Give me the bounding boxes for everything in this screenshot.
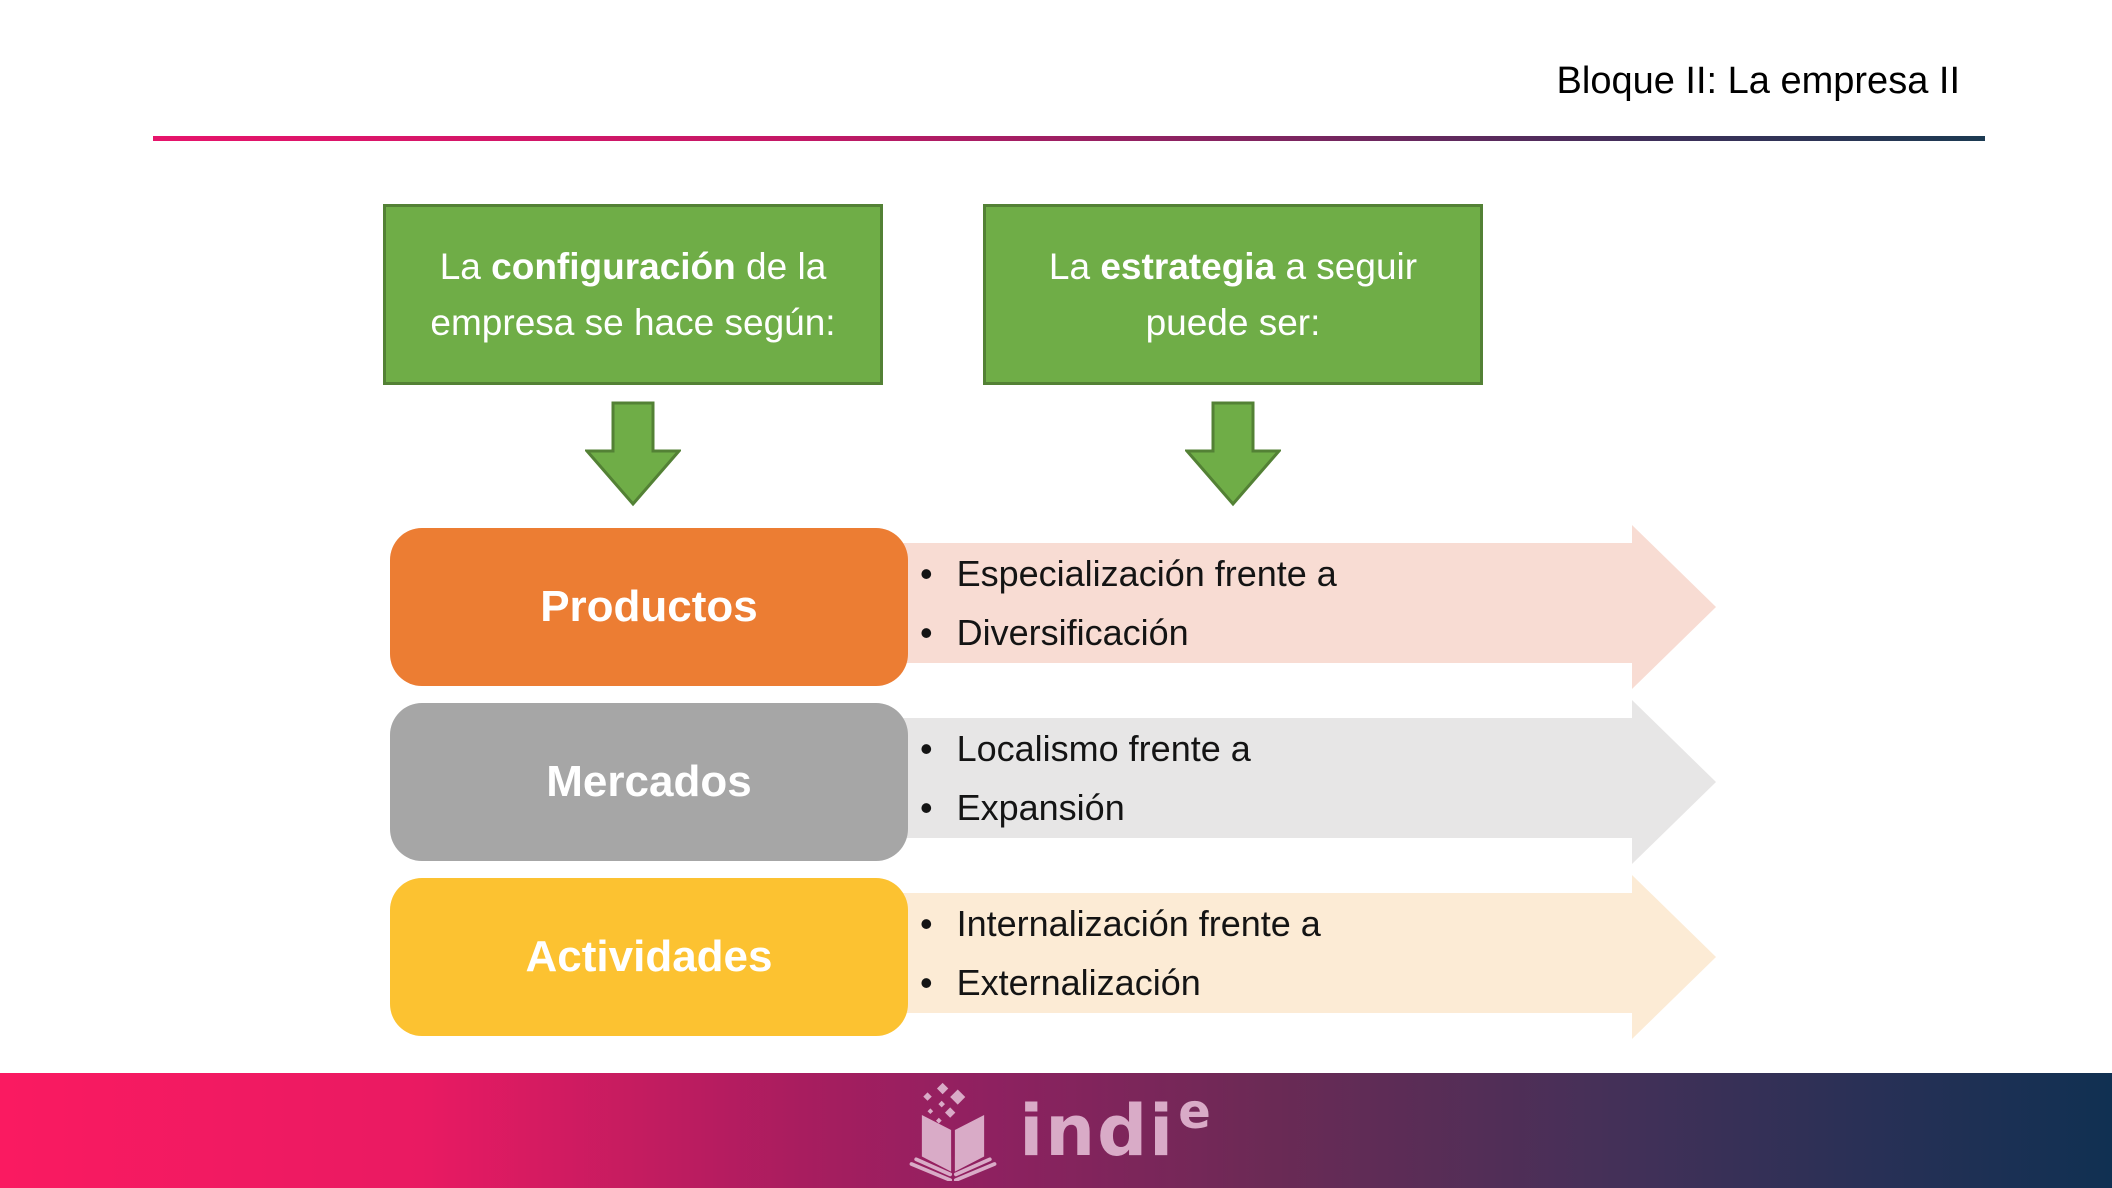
bullet-icon: • [920, 611, 933, 653]
bullet-icon: • [920, 727, 933, 769]
category-pill-mercados: Mercados [390, 703, 908, 861]
list-item: • Localismo frente a [920, 728, 1600, 770]
footer-bar: indi e [0, 1073, 2112, 1188]
list-item-text: Externalización [956, 961, 1201, 1003]
down-arrow-shape [1185, 401, 1281, 507]
bullet-list: • Especialización frente a • Diversifica… [920, 543, 1600, 663]
logo-text: indi [1019, 1089, 1176, 1172]
arrow-band-head [1632, 525, 1716, 689]
bullet-icon: • [920, 902, 933, 944]
list-item: • Especialización frente a [920, 553, 1600, 595]
book-icon-shapes [922, 1082, 985, 1172]
pill-label: Actividades [525, 932, 773, 981]
row-productos: • Especialización frente a • Diversifica… [390, 525, 1730, 689]
list-item-text: Internalización frente a [956, 902, 1321, 944]
arrow-band-head [1632, 700, 1716, 864]
row-mercados: • Localismo frente a • Expansión Mercado… [390, 700, 1730, 864]
callout-configuracion: La configuración de la empresa se hace s… [383, 204, 883, 385]
list-item-text: Diversificación [956, 611, 1189, 653]
list-item: • Diversificación [920, 612, 1600, 654]
arrow-band [810, 718, 1632, 838]
header-divider-line [153, 136, 1985, 141]
category-pill-productos: Productos [390, 528, 908, 686]
bullet-list: • Localismo frente a • Expansión [920, 718, 1600, 838]
logo-superscript: e [1178, 1083, 1211, 1140]
bullet-icon: • [920, 552, 933, 594]
down-arrow-icon [1185, 401, 1281, 507]
row-actividades: • Internalización frente a • Externaliza… [390, 875, 1730, 1039]
arrow-band [810, 893, 1632, 1013]
list-item: • Expansión [920, 787, 1600, 829]
list-item: • Internalización frente a [920, 903, 1600, 945]
list-item-text: Expansión [956, 786, 1125, 828]
list-item-text: Localismo frente a [956, 727, 1251, 769]
category-pill-actividades: Actividades [390, 878, 908, 1036]
bullet-icon: • [920, 961, 933, 1003]
callout-estrategia: La estrategia a seguir puede ser: [983, 204, 1483, 385]
callout-text: La configuración de la empresa se hace s… [430, 246, 836, 343]
brand-logo: indi e [901, 1081, 1211, 1181]
book-fanned-pages [909, 1156, 997, 1181]
callout-text: La estrategia a seguir puede ser: [1048, 246, 1418, 343]
arrow-band-head [1632, 875, 1716, 1039]
down-arrow-icon [585, 401, 681, 507]
bullet-icon: • [920, 786, 933, 828]
logo-wordmark: indi e [1019, 1088, 1211, 1172]
list-item-text: Especialización frente a [956, 552, 1337, 594]
list-item: • Externalización [920, 962, 1600, 1004]
down-arrow-shape [585, 401, 681, 507]
open-book-icon [909, 1082, 997, 1181]
pill-label: Productos [540, 582, 758, 631]
page-title: Bloque II: La empresa II [1556, 60, 1960, 102]
bullet-list: • Internalización frente a • Externaliza… [920, 893, 1600, 1013]
arrow-band [810, 543, 1632, 663]
pill-label: Mercados [546, 757, 752, 806]
